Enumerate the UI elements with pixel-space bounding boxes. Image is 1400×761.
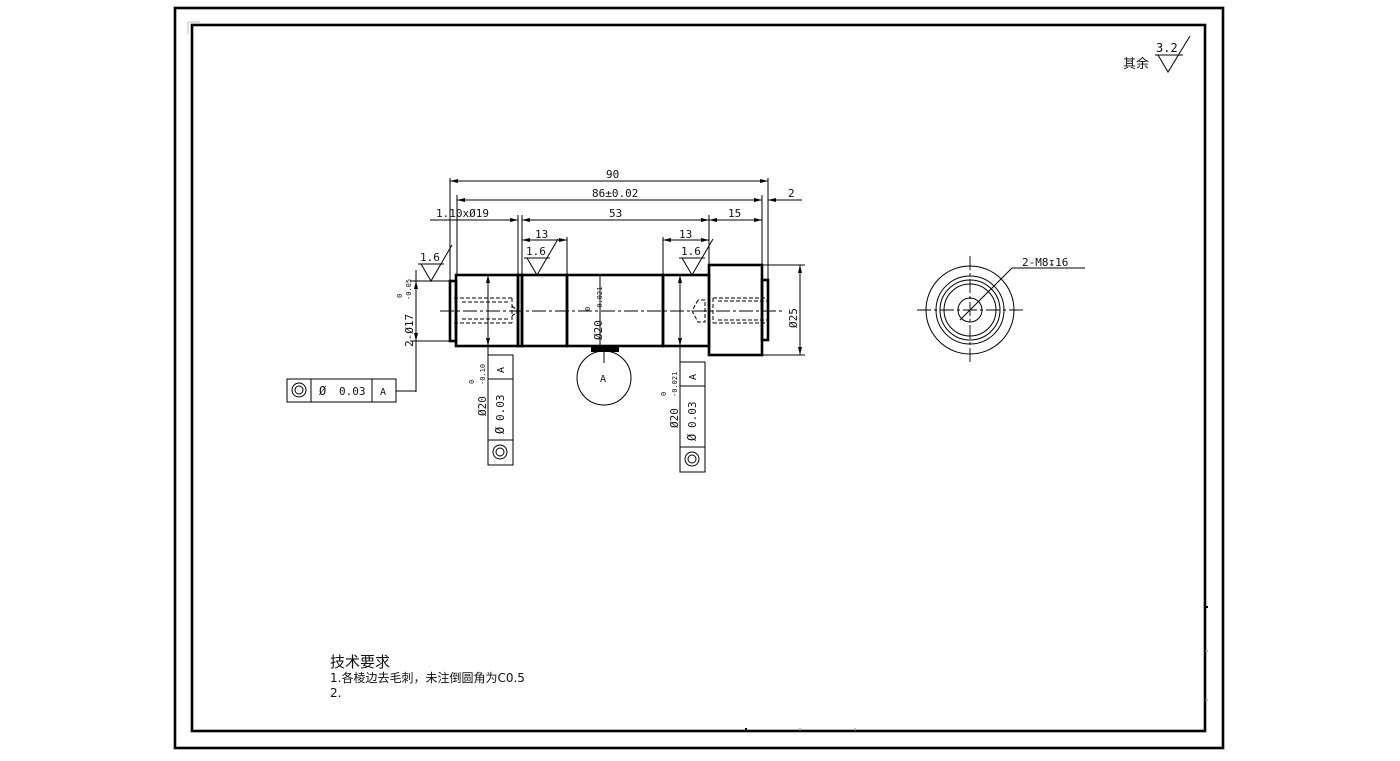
note-item-2: 2. bbox=[330, 686, 342, 700]
roughness-mid-left-icon bbox=[526, 238, 559, 276]
horizontal-dimensions: 90 86±0.02 2 1.10xØ19 53 15 13 13 bbox=[430, 168, 802, 283]
concentricity-icon bbox=[291, 382, 307, 398]
dim-right-journal: 13 bbox=[679, 228, 692, 241]
roughness-mid-right-icon bbox=[681, 238, 714, 276]
svg-text:Ø: Ø bbox=[319, 384, 327, 398]
dim-left-journal: 13 bbox=[535, 228, 548, 241]
concentricity-icon bbox=[684, 451, 700, 467]
gdt-mid-left-datum: A bbox=[496, 367, 507, 373]
dim-center-diameter: Ø20 bbox=[592, 320, 605, 340]
gdt-mid-right-tolerance: 0.03 bbox=[686, 402, 699, 429]
roughness-symbols: 1.6 1.6 1.6 bbox=[418, 238, 714, 282]
rest-label: 其余 bbox=[1123, 56, 1149, 72]
svg-text:-0.05: -0.05 bbox=[405, 279, 413, 300]
svg-text:-0.10: -0.10 bbox=[479, 364, 487, 385]
dim-end-diameter: 2-Ø17 bbox=[403, 314, 416, 347]
rest-roughness-value: 3.2 bbox=[1156, 41, 1178, 55]
dim-overall-length: 90 bbox=[606, 168, 619, 181]
gdt-mid-right-datum: A bbox=[688, 374, 699, 380]
dim-collar-diameter: Ø25 bbox=[787, 308, 800, 328]
gdt-left-datum: A bbox=[380, 387, 386, 398]
shaft-end-view: 2-M8↧16 bbox=[917, 256, 1085, 364]
vertical-dimensions: 2-Ø17 0 -0.05 Ø20 0 -0.021 Ø25 bbox=[396, 264, 805, 392]
dim-right-shoulder: 15 bbox=[728, 207, 741, 220]
gdt-frame-left: Ø 0.03 A bbox=[286, 378, 416, 403]
datum-a-label: A bbox=[600, 374, 606, 385]
dim-right-journal-diameter: Ø20 bbox=[668, 408, 681, 428]
dim-middle-length: 53 bbox=[609, 207, 622, 220]
roughness-left-value: 1.6 bbox=[420, 251, 440, 264]
roughness-mid-right-value: 1.6 bbox=[681, 245, 701, 258]
svg-text:Ø: Ø bbox=[685, 433, 699, 441]
svg-text:-0.021: -0.021 bbox=[596, 287, 604, 312]
general-surface-finish: 其余 3.2 bbox=[1123, 35, 1191, 73]
svg-text:0: 0 bbox=[584, 307, 592, 311]
gdt-mid-left-tolerance: 0.03 bbox=[494, 395, 507, 422]
outer-border bbox=[173, 6, 1225, 750]
inner-border bbox=[187, 21, 1208, 733]
shaft-front-view: A bbox=[440, 263, 785, 406]
svg-text:0: 0 bbox=[660, 392, 668, 396]
notes-title: 技术要求 bbox=[330, 653, 391, 671]
dim-right-step: 2 bbox=[788, 187, 795, 200]
thread-callout: 2-M8↧16 bbox=[1022, 256, 1068, 269]
dim-left-journal-diameter: Ø20 bbox=[476, 396, 489, 416]
svg-text:Ø: Ø bbox=[493, 426, 507, 434]
concentricity-icon bbox=[492, 444, 508, 460]
dim-bearing-span: 86±0.02 bbox=[592, 187, 638, 200]
dim-groove: 1.10xØ19 bbox=[436, 207, 489, 220]
gdt-frame-mid-left: Ø 0.03 A Ø20 0 -0.10 bbox=[468, 354, 514, 466]
gdt-left-tolerance: 0.03 bbox=[339, 385, 366, 398]
note-item-1: 1.各棱边去毛刺，未注倒圆角为C0.5 bbox=[330, 671, 525, 685]
svg-text:0: 0 bbox=[396, 294, 404, 298]
technical-requirements: 技术要求 1.各棱边去毛刺，未注倒圆角为C0.5 2. bbox=[330, 654, 525, 701]
svg-text:-0.021: -0.021 bbox=[671, 372, 679, 397]
svg-text:0: 0 bbox=[468, 380, 476, 384]
roughness-mid-left-value: 1.6 bbox=[526, 245, 546, 258]
gdt-frame-mid-right: Ø 0.03 A Ø20 0 -0.021 bbox=[660, 361, 706, 473]
roughness-symbol-icon bbox=[1157, 35, 1191, 73]
